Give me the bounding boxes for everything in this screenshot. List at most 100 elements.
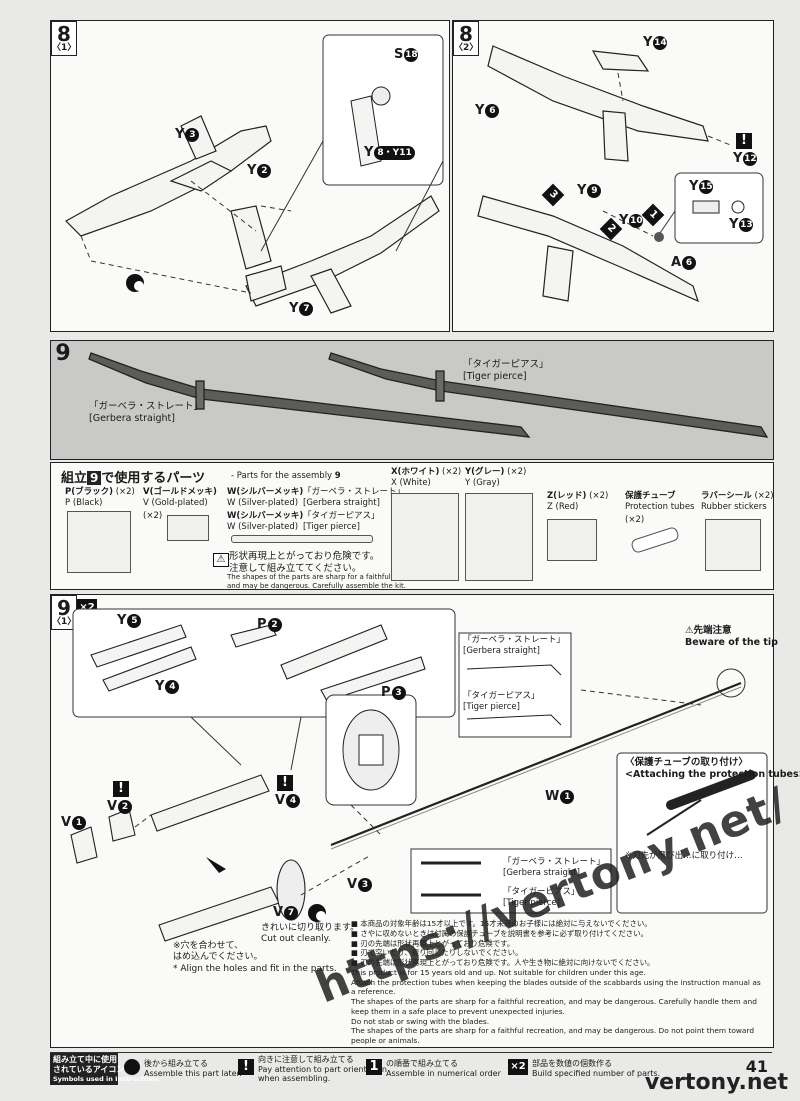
step-sub: 〈1〉	[52, 43, 77, 53]
sharp-warning-en: The shapes of the parts are sharp for a …	[227, 573, 431, 590]
part-w2-name: 「タイガーピアス」[Tiger pierce]	[303, 511, 380, 532]
notice-line: Attach the protection tubes when keeping…	[351, 977, 761, 997]
step-sub: 〈2〉	[454, 43, 479, 53]
step-number: 8	[459, 22, 473, 46]
notice-line: Do not stab or swing with the blades.	[351, 1016, 490, 1026]
part-v-qty: (×2)	[143, 511, 163, 521]
notice-line: The shapes of the parts are sharp for a …	[351, 997, 757, 1016]
step-number-tab: 8 〈2〉	[453, 21, 479, 56]
step-number: 8	[57, 22, 71, 46]
sprue-w	[231, 535, 373, 543]
later-icon	[124, 1059, 140, 1075]
orientation-warning-icon: !	[113, 781, 129, 797]
notice-line: This product is for 15 years old and up.…	[351, 967, 646, 977]
part-w2-label: W(シルバーメッキ)W (Silver-plated)	[227, 511, 304, 532]
part-p-label: P(ブラック) (×2)P (Black)	[65, 487, 135, 508]
tube-shape	[630, 525, 680, 555]
sprue-z	[547, 519, 597, 561]
notice-line: ■ 刃の先端は形状再現上とがっており危険です。人や生き物に絶対に向けないでくださ…	[351, 958, 655, 968]
part-tube-qty: (×2)	[625, 515, 645, 525]
step-sub: 〈1〉	[52, 617, 77, 627]
orientation-warning-icon-2: !	[277, 775, 293, 791]
notice-line: The shapes of the parts are sharp for a …	[351, 1026, 755, 1046]
align-note: ※穴を合わせて、はめ込んでください。* Align the holes and …	[173, 941, 337, 974]
notice-line: ■ さやに収めないときは付属の保護チューブを説明書を参考に必ず取り付けてください…	[351, 928, 648, 938]
notice-line: ■ 刃の先端は形状再現上とがっており危険です。	[351, 938, 515, 948]
sharp-warning-jp: 形状再現上とがっており危険です。注意して組み立ててください。	[229, 551, 380, 574]
sprue-v	[167, 515, 209, 541]
step-8-1-panel: 8 〈1〉	[50, 20, 450, 332]
sprue-y	[465, 493, 533, 581]
orientation-warning-icon: !	[736, 133, 752, 149]
tiger-hilt-label: 「タイガーピアス」[Tiger pierce]	[503, 887, 580, 908]
gerbera-hilt-label: 「ガーベラ・ストレート」[Gerbera straight]	[503, 857, 606, 878]
attention-icon: !	[238, 1059, 254, 1075]
parts-title-en: - Parts for the assembly 9	[231, 471, 341, 481]
gerbera-label: 「ガーベラ・ストレート」[Gerbera straight]	[89, 401, 204, 424]
swords-illustration	[88, 352, 769, 438]
multiply-icon: ×2	[508, 1059, 528, 1075]
tiger-box-label: 「タイガーピアス」[Tiger pierce]	[463, 691, 540, 712]
step-number-tab: 9	[51, 341, 75, 369]
step-number: 9	[57, 596, 71, 620]
page-number: 41	[745, 1057, 768, 1076]
part-rubber-label: ラバーシール (×2)Rubber stickers	[701, 491, 774, 512]
protect-note: ※刃先が飛び出…に取り付け…	[625, 851, 743, 861]
notice-line: ■ 刃で突いたり、振り回したりしないでください。	[351, 948, 523, 958]
part-x-label: X(ホワイト) (×2)X (White)	[391, 467, 462, 488]
sprue-rubber	[705, 519, 761, 571]
protect-title: 〈保護チューブの取り付け〉<Attaching the protection t…	[625, 757, 800, 780]
brand-watermark: vertony.net	[644, 1070, 788, 1095]
notice-line: ■ 本商品の対象年齢は15才以上です。15才未満のお子様には絶対に与えないでくだ…	[351, 919, 652, 928]
part-w1-label: W(シルバーメッキ)W (Silver-plated)	[227, 487, 304, 508]
step-number-tab: 8 〈1〉	[51, 21, 77, 56]
cut-note: きれいに切り取ります。Cut out cleanly.	[261, 923, 360, 945]
part-v-label: V(ゴールドメッキ)V (Gold-plated)	[143, 487, 217, 508]
part-w1-name: 「ガーベラ・ストレート」[Gerbera straight]	[303, 487, 406, 508]
sharp-warning-icon: ⚠	[213, 553, 229, 567]
sprue-x	[391, 493, 459, 581]
rifle-stock-illustration	[477, 45, 764, 303]
part-y-label: Y(グレー) (×2)Y (Gray)	[465, 467, 527, 488]
safety-notice: ■ 本商品の対象年齢は15才以上です。15才未満のお子様には絶対に与えないでくだ…	[351, 919, 761, 1046]
tiger-label: 「タイガーピアス」[Tiger pierce]	[463, 359, 549, 382]
step-number: 9	[55, 341, 71, 366]
order-icon: 1	[366, 1059, 382, 1075]
gerbera-box-label: 「ガーベラ・ストレート」[Gerbera straight]	[463, 635, 566, 656]
part-z-label: Z(レッド) (×2)Z (Red)	[547, 491, 609, 512]
